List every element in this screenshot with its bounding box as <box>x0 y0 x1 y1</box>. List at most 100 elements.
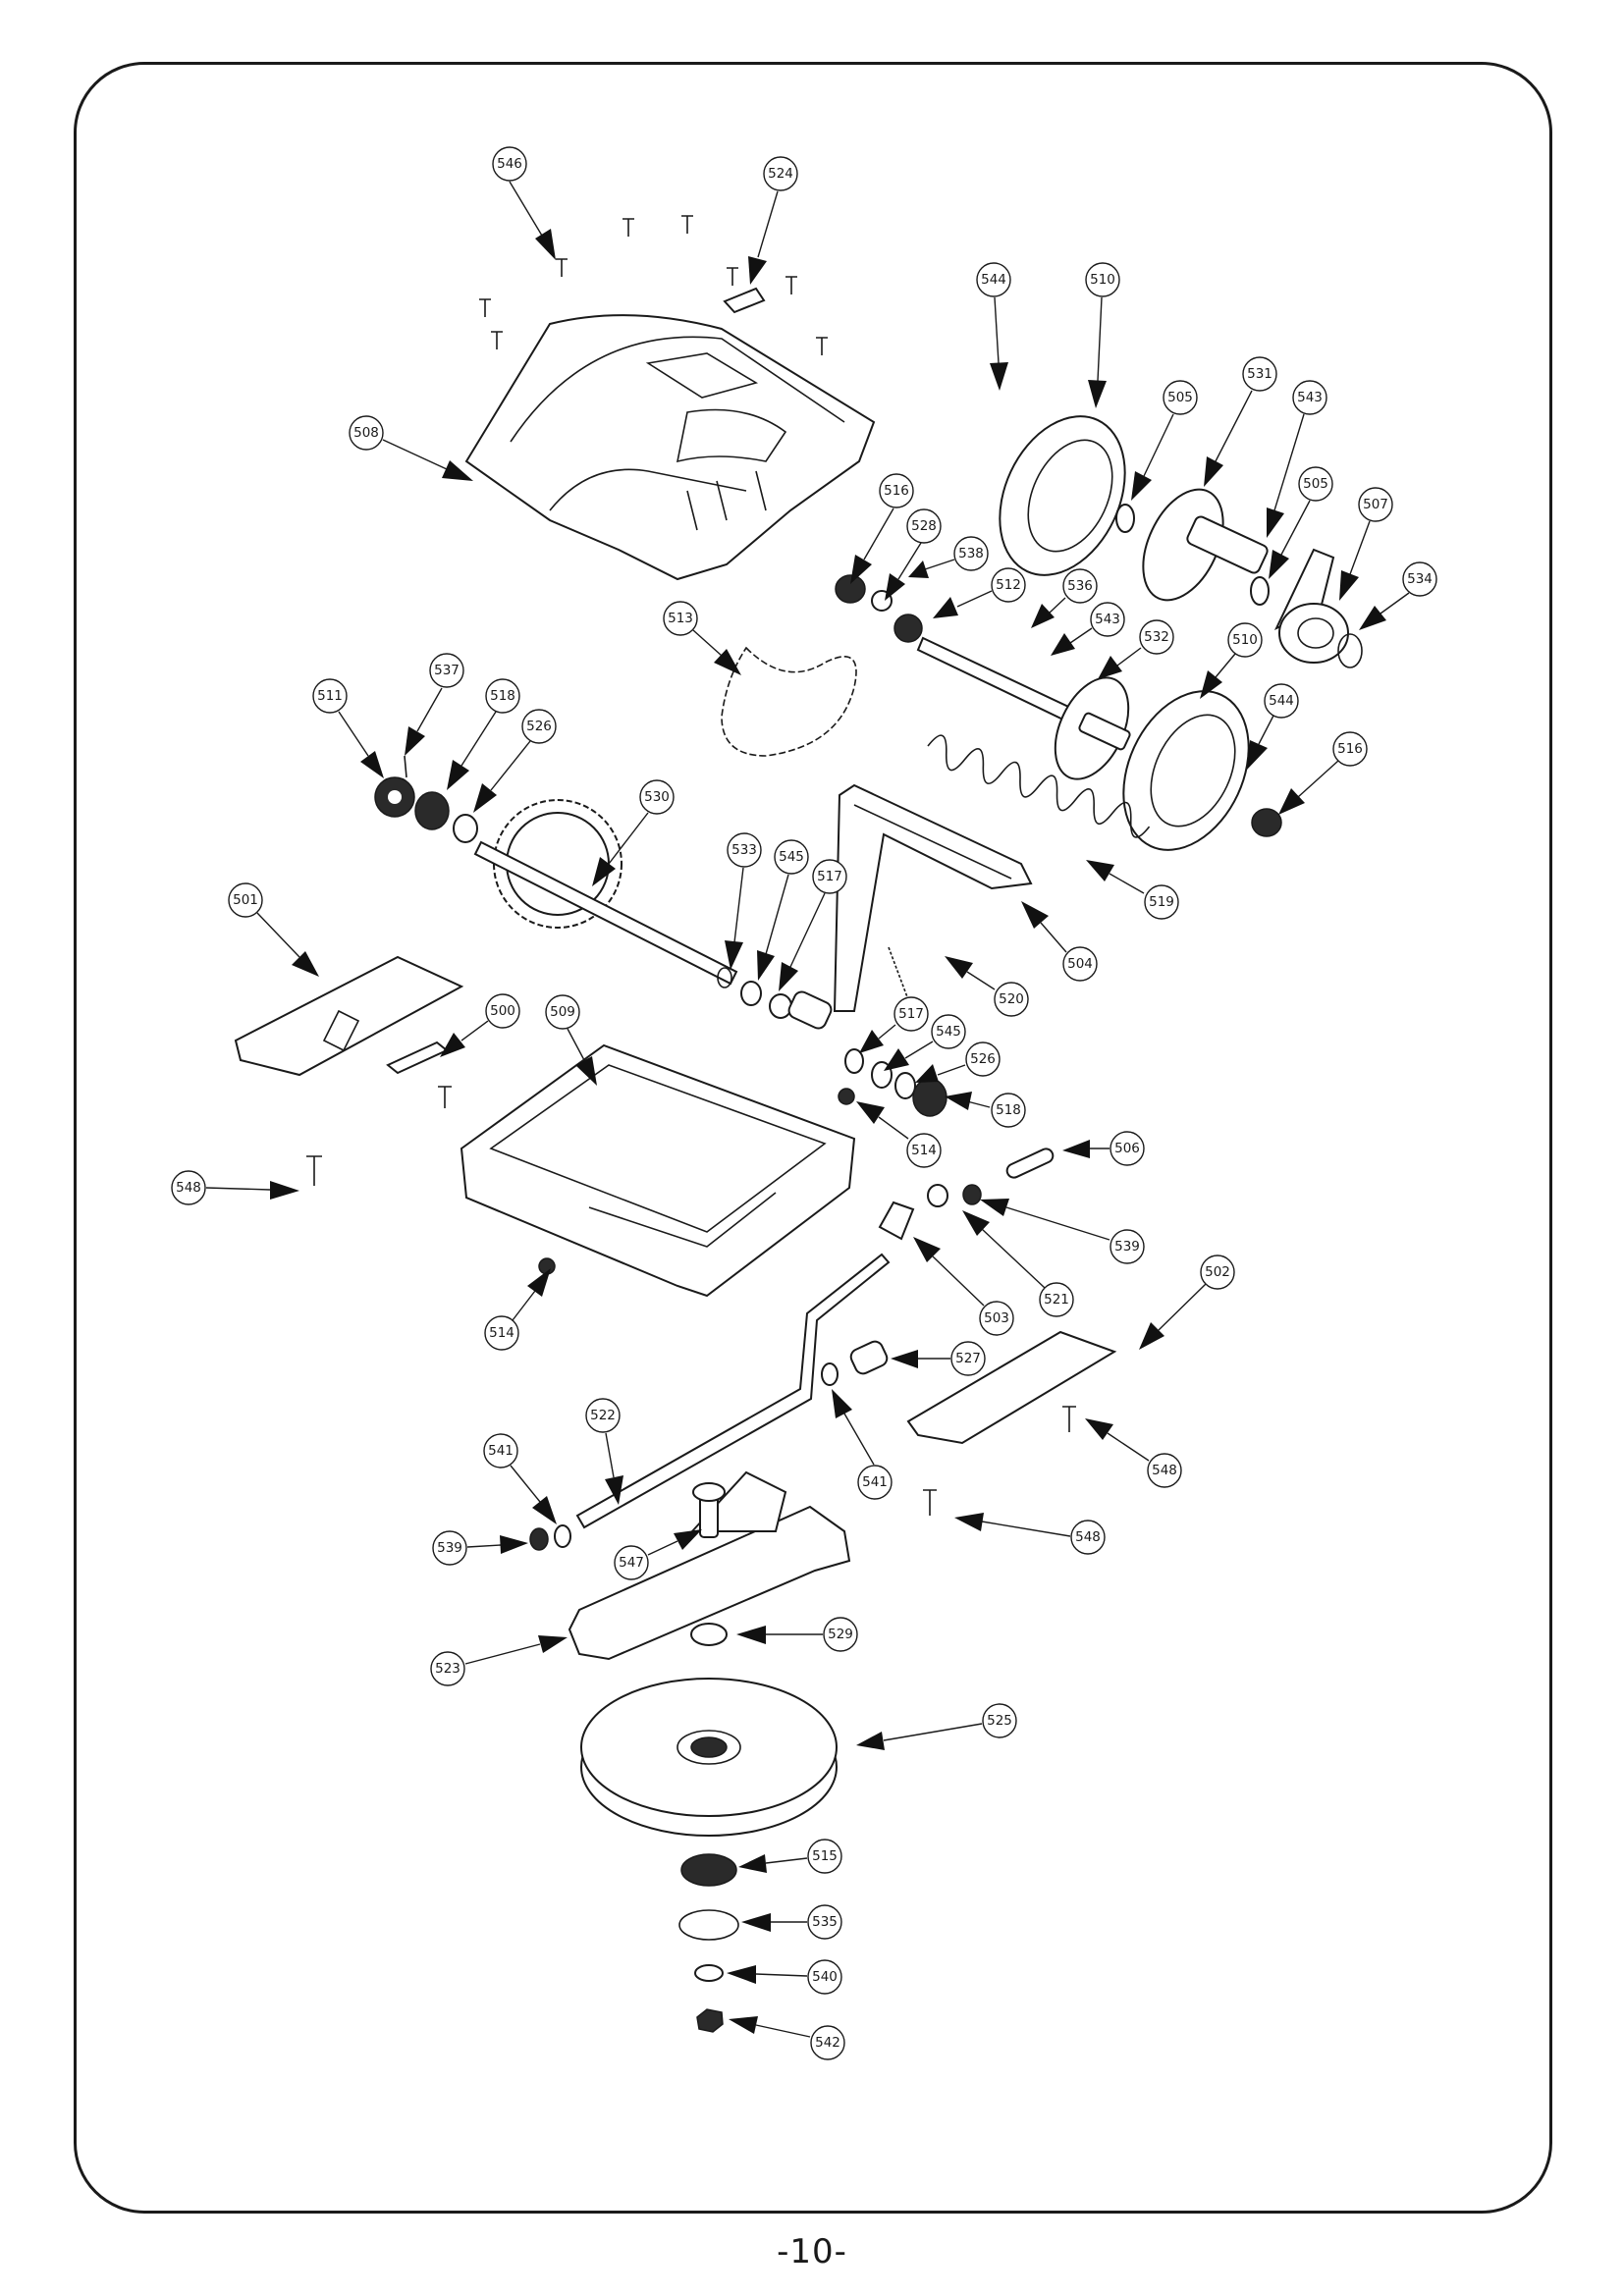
callout-label: 538 <box>958 546 984 561</box>
callout-label: 529 <box>828 1627 853 1642</box>
callout-label: 514 <box>489 1325 514 1341</box>
callout-label: 546 <box>497 156 522 172</box>
small-plate-500-part <box>386 1041 449 1075</box>
callout-label: 505 <box>1303 476 1328 492</box>
callout-label: 530 <box>644 789 670 805</box>
callout-label: 524 <box>768 166 793 182</box>
callout-label: 510 <box>1232 632 1258 648</box>
callout-548b: 548 <box>1085 1418 1182 1488</box>
callout-526a: 526 <box>473 709 557 813</box>
callout-546: 546 <box>492 146 556 260</box>
spacer-529-part <box>690 1623 728 1646</box>
callout-label: 504 <box>1067 956 1093 972</box>
callout-label: 526 <box>970 1051 996 1067</box>
bearing-516-upper-part <box>835 574 866 604</box>
callout-label: 523 <box>435 1661 460 1677</box>
callout-label: 521 <box>1044 1292 1069 1308</box>
callout-label: 531 <box>1247 366 1272 382</box>
callout-508: 508 <box>349 415 473 481</box>
callout-label: 543 <box>1297 390 1323 405</box>
bearing-518-upper-part <box>414 791 450 830</box>
callout-533: 533 <box>725 832 762 970</box>
callout-label: 508 <box>353 425 379 441</box>
callout-540: 540 <box>727 1959 842 1995</box>
callout-545b: 545 <box>884 1014 966 1071</box>
callout-517b: 517 <box>859 996 929 1053</box>
idler-arm-523-part <box>568 1470 851 1661</box>
callout-536: 536 <box>1031 568 1098 628</box>
callout-521: 521 <box>962 1210 1074 1317</box>
callout-label: 511 <box>317 688 343 704</box>
bolt-548b-part <box>1062 1406 1076 1432</box>
spacer-part <box>787 990 833 1030</box>
callout-505a: 505 <box>1131 380 1198 501</box>
callout-515: 515 <box>738 1839 842 1874</box>
washer-545a-part <box>740 981 762 1006</box>
callout-531: 531 <box>1204 356 1277 487</box>
callout-506: 506 <box>1062 1131 1145 1166</box>
callout-538: 538 <box>908 536 989 578</box>
callout-label: 537 <box>434 663 460 678</box>
bearing-516-lower-part <box>1251 808 1282 837</box>
brake-drum-upper-part <box>999 415 1126 576</box>
callout-514a: 514 <box>856 1101 942 1168</box>
page-number: -10- <box>777 2232 847 2271</box>
callout-505b: 505 <box>1269 466 1333 579</box>
callout-543a: 543 <box>1267 380 1327 538</box>
callout-530: 530 <box>592 779 675 886</box>
callout-label: 532 <box>1144 629 1169 645</box>
callout-529: 529 <box>736 1617 858 1652</box>
bearing-515-part <box>680 1853 737 1887</box>
callout-label: 516 <box>884 483 909 499</box>
bushing-517a-part <box>769 993 792 1019</box>
callout-510b: 510 <box>1200 622 1263 699</box>
callout-label: 520 <box>999 991 1024 1007</box>
sprocket-511-part <box>374 776 415 818</box>
bushing-517b-part <box>844 1048 864 1074</box>
screw-part <box>438 1086 452 1108</box>
callout-520: 520 <box>945 956 1029 1017</box>
callout-label: 515 <box>812 1848 838 1864</box>
washer-539b-part <box>529 1527 549 1551</box>
callout-label: 544 <box>1269 693 1294 709</box>
washer-540-part <box>694 1964 724 1982</box>
callout-label: 517 <box>817 869 842 884</box>
callout-541a: 541 <box>483 1433 557 1524</box>
callout-542: 542 <box>729 2016 845 2060</box>
callout-label: 543 <box>1095 612 1120 627</box>
callout-label: 507 <box>1363 497 1388 512</box>
callout-503: 503 <box>913 1237 1014 1336</box>
callout-label: 534 <box>1407 571 1433 587</box>
callout-509: 509 <box>545 994 597 1086</box>
callout-label: 545 <box>779 849 804 865</box>
callout-label: 528 <box>911 518 937 534</box>
callout-label: 513 <box>668 611 693 626</box>
callout-label: 522 <box>590 1408 616 1423</box>
callout-label: 512 <box>996 577 1021 593</box>
callout-527: 527 <box>891 1341 986 1376</box>
parts-artwork <box>234 215 1363 2033</box>
ring-505b-part <box>1250 576 1270 606</box>
gear-cover-part <box>464 314 876 581</box>
callout-label: 548 <box>1075 1529 1101 1545</box>
chain-part <box>721 646 857 757</box>
coil-spring-part <box>927 734 1151 838</box>
callout-label: 539 <box>437 1540 462 1556</box>
callout-502: 502 <box>1139 1255 1235 1350</box>
callout-516a: 516 <box>850 473 914 584</box>
callout-507: 507 <box>1339 487 1393 601</box>
callout-535: 535 <box>741 1904 842 1940</box>
circlip-534-part <box>1337 633 1363 668</box>
nut-542-part <box>696 2008 724 2033</box>
washer-541b-part <box>821 1362 839 1386</box>
callout-label: 544 <box>981 272 1006 288</box>
washer-541a-part <box>554 1524 571 1548</box>
callout-548a: 548 <box>171 1170 299 1205</box>
bolt-548c-part <box>923 1489 937 1516</box>
callout-539b: 539 <box>432 1530 528 1566</box>
bushing-526-upper-part <box>453 814 478 843</box>
callout-513: 513 <box>663 601 741 675</box>
pin-506-part <box>1005 1148 1055 1179</box>
ring-505-part <box>1115 504 1135 533</box>
